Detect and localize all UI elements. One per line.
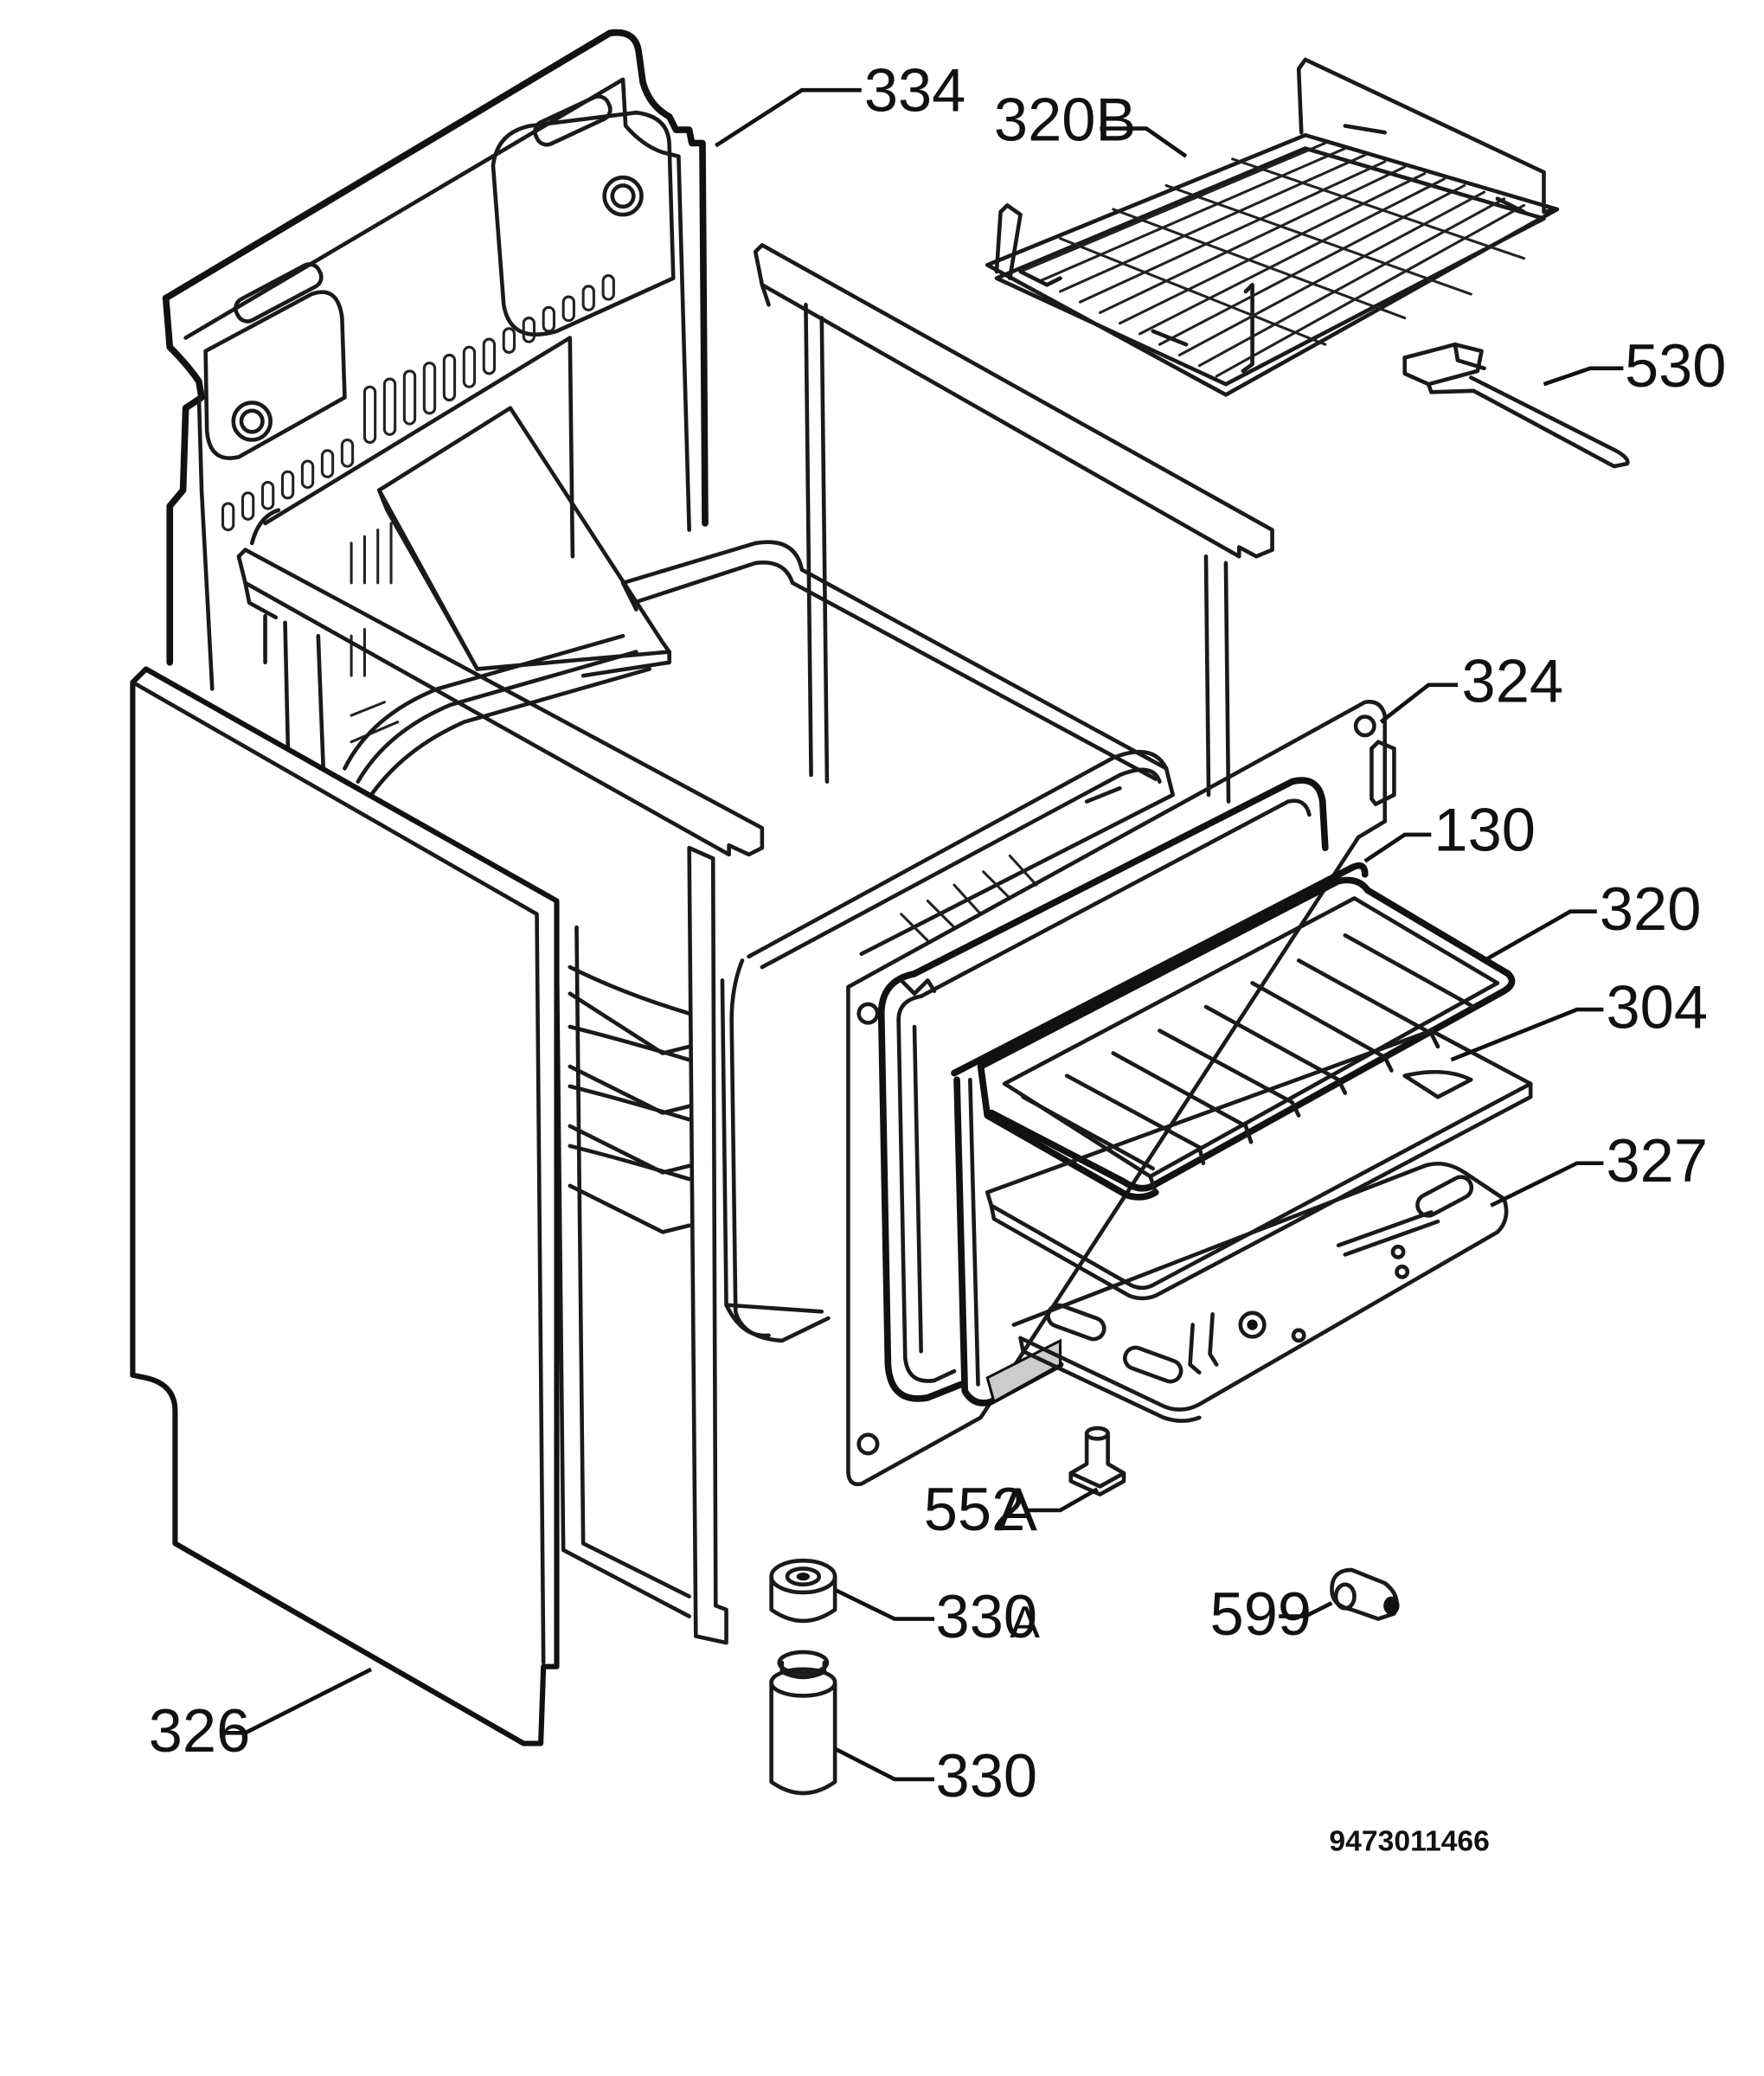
side-panel-326: [130, 666, 560, 1746]
label-320B: 320B: [994, 85, 1137, 153]
label-327: 327: [1607, 1126, 1709, 1195]
leader-lines: [222, 87, 1624, 1782]
label-530: 530: [1625, 331, 1727, 400]
foot-330: [769, 1650, 837, 1796]
elbow-connector-599: [1330, 1567, 1400, 1621]
base-plate-327: [1011, 1161, 1509, 1423]
front-frame-324: [846, 700, 1396, 1487]
label-304: 304: [1607, 973, 1709, 1041]
label-599: 599: [1210, 1579, 1312, 1648]
door-seal-130: [951, 862, 1369, 1406]
label-330A-suffix: A: [1010, 1598, 1040, 1648]
label-334: 334: [864, 56, 966, 125]
label-552A: 552: [924, 1475, 1026, 1543]
label-552A-suffix: A: [997, 1475, 1037, 1543]
label-330: 330: [936, 1741, 1038, 1810]
roller-330A: [769, 1558, 837, 1624]
back-panel-334: [162, 29, 709, 744]
part-labels: 334 320B 530 324 130 320 304 327 552 A 3…: [149, 56, 1727, 1858]
label-130: 130: [1434, 795, 1536, 863]
document-number: 9473011466: [1329, 1826, 1490, 1858]
oven-cavity: [236, 243, 1274, 1645]
bracket-552A: [1068, 1426, 1126, 1496]
label-320: 320: [1600, 875, 1702, 943]
wire-shelf-320B: [985, 57, 1560, 397]
label-326: 326: [149, 1696, 251, 1765]
label-324: 324: [1462, 647, 1564, 715]
drip-tray-320: [977, 876, 1516, 1201]
label-330A: 330: [936, 1582, 1038, 1650]
tray-handle-530: [1402, 342, 1630, 469]
